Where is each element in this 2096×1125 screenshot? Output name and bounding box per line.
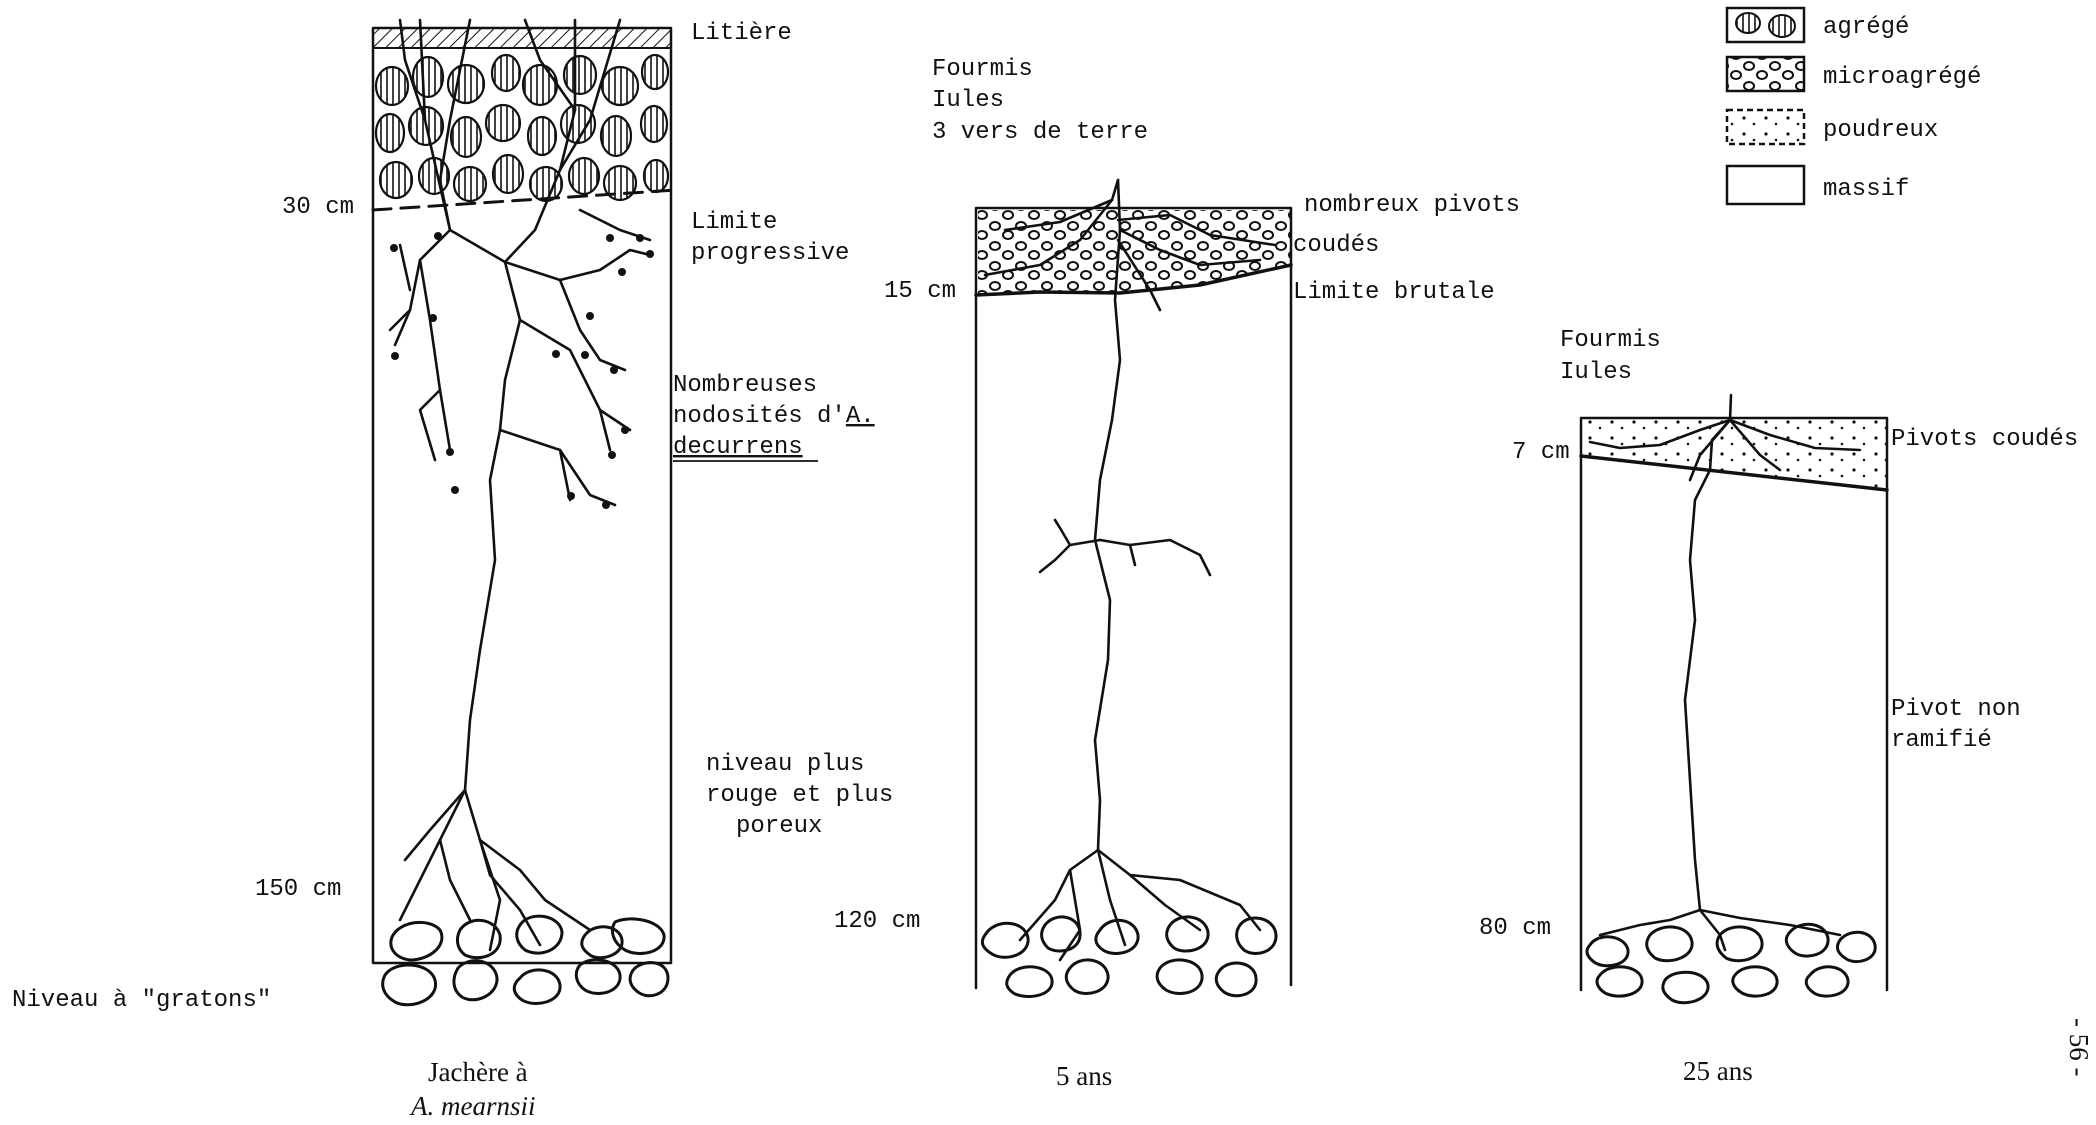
gratons-stones-2 [982,917,1276,997]
fauna-3-ants: Fourmis [1560,327,1661,354]
depth-120cm-label: 120 cm [834,908,920,935]
litter-layer [373,28,671,48]
powdery-horizon [1582,420,1886,488]
fauna-3-millipedes: Iules [1560,359,1632,386]
legend-swatch-micro [1727,57,1804,91]
red-porous-label-1: niveau plus [706,751,864,778]
legend-label-massive: massif [1823,176,1909,203]
profile-2: Fourmis Iules 3 vers de terre nombreux p… [834,56,1520,1091]
bent-pivots-label-3: Pivots coudés [1891,426,2078,453]
bent-pivots-label-2: coudés [1293,232,1379,259]
depth-15cm-label: 15 cm [884,278,956,305]
red-porous-label-3: poreux [736,813,822,840]
gratons-stones-1 [383,916,668,1005]
aggregated-horizon [376,55,668,201]
legend-swatch-powder [1727,110,1804,144]
unbranched-pivot-label-2: ramifié [1891,727,1992,754]
depth-80cm-label: 80 cm [1479,915,1551,942]
microaggregated-horizon [978,210,1290,294]
legend-label-aggregate: agrégé [1823,14,1909,41]
nodosities-label-2: nodosités d'A. [673,403,875,430]
litter-label: Litière [691,20,792,47]
progressive-limit-label-2: progressive [691,240,849,267]
profile-3-outline [1581,418,1887,990]
caption-fallow: Jachère à [428,1057,528,1087]
fauna-2-earthworms: 3 vers de terre [932,119,1148,146]
caption-5-years: 5 ans [1056,1061,1112,1091]
nodosities-label-1: Nombreuses [673,372,817,399]
depth-30cm-label: 30 cm [282,194,354,221]
fauna-2-millipedes: Iules [932,87,1004,114]
profile-3: Fourmis Iules Pivots coudés 7 cm Pivot n… [1479,327,2078,1086]
page-number: - 56 - [2064,1018,2094,1076]
fauna-2-ants: Fourmis [932,56,1033,83]
nodosities [390,232,654,509]
caption-25-years: 25 ans [1683,1056,1753,1086]
progressive-limit-label-1: Limite [691,209,777,236]
profile-2-outline [976,208,1291,988]
profile-1: Litière 30 cm Limite progressive Nombreu… [12,20,893,1121]
root-system-2 [985,180,1275,960]
legend-label-powder: poudreux [1823,117,1938,144]
gratons-stones-3 [1587,924,1875,1002]
bent-pivots-label-1: nombreux pivots [1304,192,1520,219]
nodosities-label-3: decurrens [673,434,803,461]
depth-7cm-label: 7 cm [1512,439,1570,466]
progressive-limit-line [373,190,676,210]
legend: agrégé microagrégé poudreux massif [1727,8,1981,204]
depth-150cm-label: 150 cm [255,876,341,903]
gratons-level-label: Niveau à "gratons" [12,987,271,1014]
abrupt-limit-label: Limite brutale [1293,279,1495,306]
legend-swatch-massive [1727,166,1804,204]
unbranched-pivot-label-1: Pivot non [1891,696,2021,723]
caption-species: A. mearnsii [409,1091,536,1121]
legend-label-micro: microagrégé [1823,64,1981,91]
red-porous-label-2: rouge et plus [706,782,893,809]
